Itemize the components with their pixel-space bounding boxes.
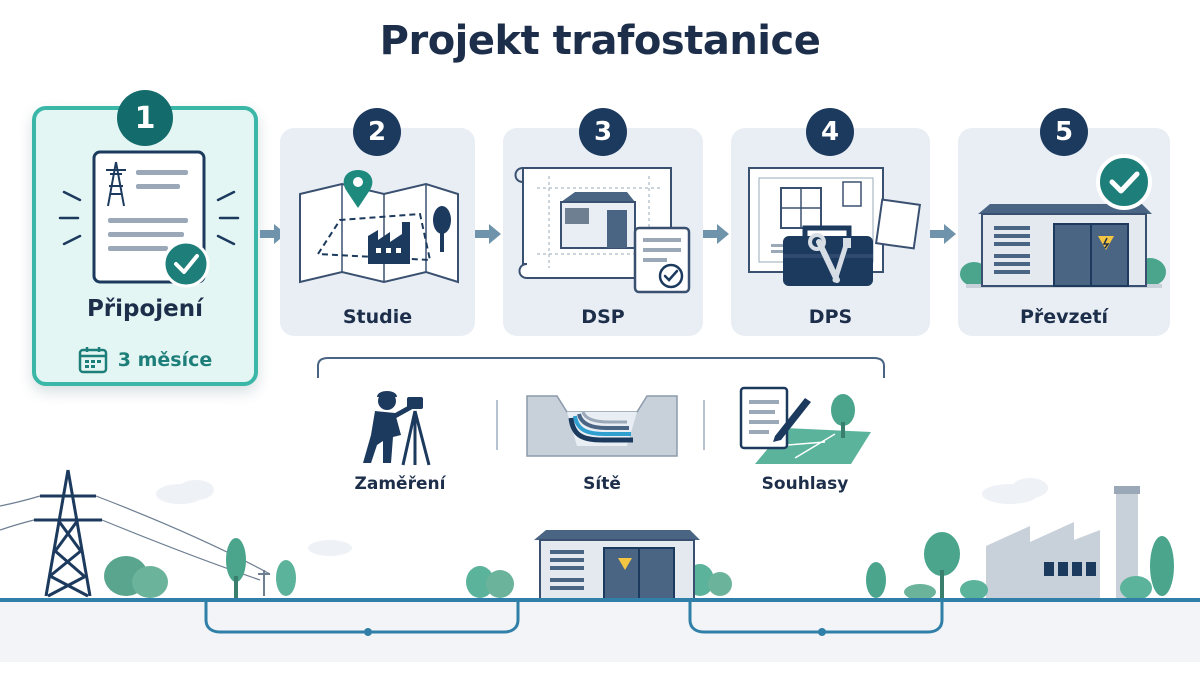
step-label: DSP <box>581 306 625 328</box>
sub-activity-label: Sítě <box>583 474 621 494</box>
document-power-tower-icon <box>58 150 240 288</box>
step-number-badge: 1 <box>117 90 173 146</box>
divider <box>496 400 498 450</box>
step-label: Převzetí <box>1019 306 1109 328</box>
step-card-1[interactable]: 1 Připojení 3 měsíce <box>32 90 258 386</box>
transformer-station-approved-icon <box>960 154 1166 288</box>
arrow-icon <box>260 224 286 244</box>
step-card-4[interactable]: 4 DPS <box>731 108 930 336</box>
plans-toolbox-icon <box>748 167 922 286</box>
landscape-scene <box>0 469 1200 662</box>
map-location-factory-icon <box>299 170 459 284</box>
divider <box>703 400 705 450</box>
arrow-icon <box>475 224 501 244</box>
step-card-5[interactable]: 5 Převzetí <box>958 108 1170 336</box>
step-number-badge: 2 <box>353 108 401 156</box>
blueprint-building-icon <box>514 167 691 294</box>
power-tower-icon <box>34 469 102 598</box>
step-label: Studie <box>342 306 413 328</box>
arrow-icon <box>703 224 729 244</box>
step-label: Připojení <box>86 296 204 322</box>
sub-activity-label: Zaměření <box>354 474 446 494</box>
surveyor-icon <box>363 391 431 466</box>
utility-trench-icon <box>526 395 678 457</box>
sub-activity-label: Souhlasy <box>761 474 849 494</box>
sub-activities-bracket <box>317 357 885 378</box>
page-title: Projekt trafostanice <box>379 18 821 64</box>
calendar-icon <box>78 347 107 374</box>
step-number-badge: 5 <box>1040 108 1088 156</box>
step-number-badge: 3 <box>579 108 627 156</box>
step-card-3[interactable]: 3 DSP <box>503 108 703 336</box>
step-number-badge: 4 <box>806 108 854 156</box>
duration-text: 3 měsíce <box>117 349 213 371</box>
arrow-icon <box>930 224 956 244</box>
document-approval-icon <box>739 386 871 464</box>
step-card-2[interactable]: 2 Studie <box>280 108 475 336</box>
step-label: DPS <box>808 306 853 328</box>
step-duration: 3 měsíce <box>36 346 254 374</box>
